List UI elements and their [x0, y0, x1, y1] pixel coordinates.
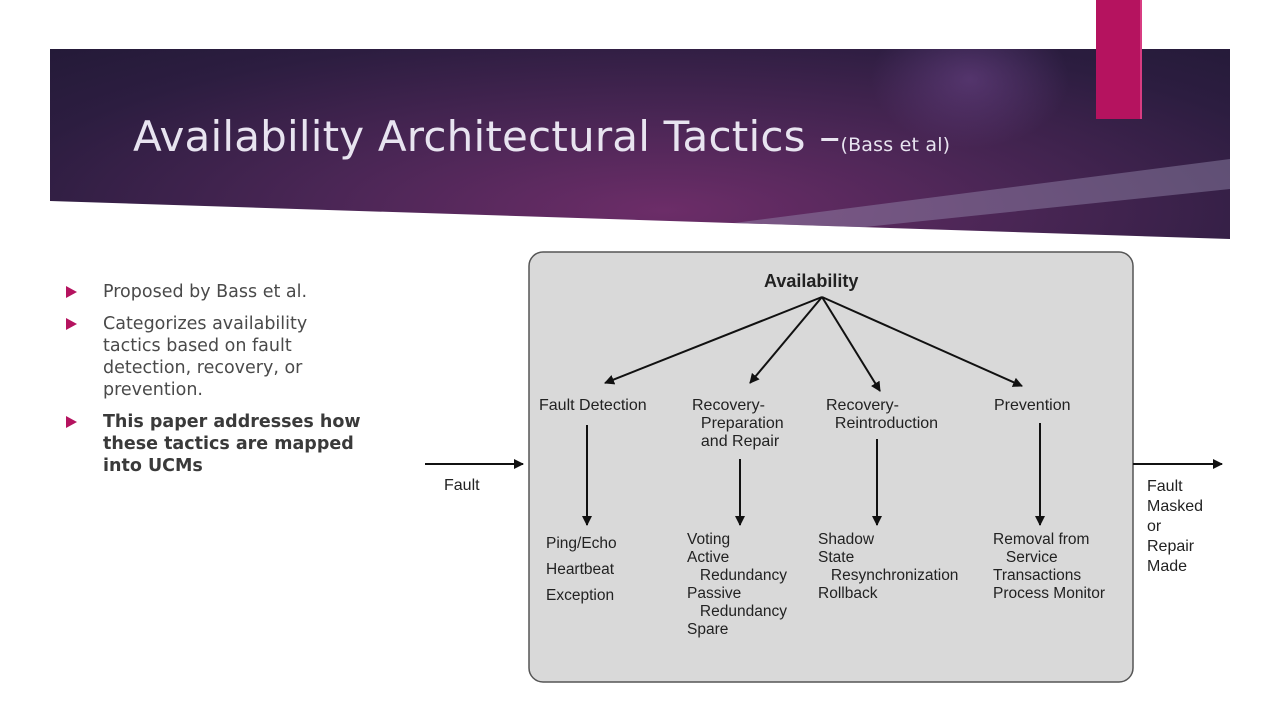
bullet-list: Proposed by Bass et al. Categorizes avai… — [66, 281, 416, 487]
triangle-bullet-icon — [66, 286, 77, 298]
edge-root-recovery-preparation — [749, 296, 823, 384]
page-title: Availability Architectural Tactics –(Bas… — [133, 112, 950, 161]
edge-root-prevention — [821, 296, 1023, 387]
diagram-box — [528, 251, 1134, 683]
tactics-recovery-reintroduction: Shadow State Resynchronization Rollback — [818, 531, 959, 602]
triangle-bullet-icon — [66, 318, 77, 330]
diagram-graphics — [425, 251, 1223, 683]
tactics-fault-detection: Ping/Echo Heartbeat Exception — [546, 535, 617, 604]
header-band — [50, 49, 1230, 239]
bullet-item: Categorizes availability tactics based o… — [66, 313, 416, 401]
bullet-text: This paper addresses how these tactics a… — [103, 412, 361, 476]
category-fault-detection: Fault Detection — [539, 397, 647, 414]
tactics-recovery-preparation: Voting Active Redundancy Passive Redunda… — [687, 531, 787, 638]
category-recovery-preparation: Recovery- Preparation and Repair — [692, 397, 784, 450]
bullet-text: Categorizes availability tactics based o… — [103, 314, 308, 400]
availability-tactics-diagram: Availability Fault Detection Recovery- P… — [420, 245, 1230, 690]
category-prevention: Prevention — [994, 397, 1071, 414]
header-glow — [870, 49, 1070, 149]
bullet-text: Proposed by Bass et al. — [103, 282, 308, 302]
input-label: Fault — [444, 477, 480, 494]
accent-tab — [1096, 0, 1142, 119]
title-subtitle: (Bass et al) — [840, 134, 951, 156]
category-recovery-reintroduction: Recovery- Reintroduction — [826, 397, 939, 432]
triangle-bullet-icon — [66, 416, 77, 428]
edge-root-recovery-reintroduction — [821, 296, 881, 392]
bullet-item: Proposed by Bass et al. — [66, 281, 416, 303]
diagram-root-label: Availability — [764, 271, 859, 291]
bullet-item: This paper addresses how these tactics a… — [66, 411, 416, 477]
tactics-prevention: Removal from Service Transactions Proces… — [993, 531, 1105, 602]
header-stripe — [610, 159, 1230, 239]
output-label: Fault Masked or Repair Made — [1147, 478, 1204, 575]
title-main: Availability Architectural Tactics – — [133, 112, 841, 161]
edge-root-fault-detection — [604, 296, 823, 385]
